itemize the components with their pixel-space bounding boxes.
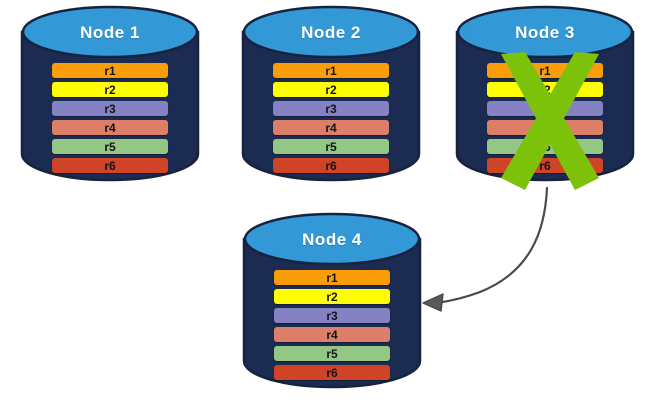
node-cylinder-1[interactable]: Node 1 r1 r2 r3 r4 r5 r6	[20, 5, 200, 184]
row-bar-r1[interactable]: r1	[487, 63, 603, 78]
row-bar-r2[interactable]: r2	[274, 289, 390, 304]
node-rows-1: r1 r2 r3 r4 r5 r6	[22, 63, 198, 173]
row-label: r4	[104, 120, 116, 135]
row-bar-r2[interactable]: r2	[487, 82, 603, 97]
row-bar-r3[interactable]: r3	[487, 101, 603, 116]
row-bar-r4[interactable]: r4	[274, 327, 390, 342]
row-label: r3	[104, 101, 116, 116]
node-rows-4: r1 r2 r3 r4 r5 r6	[244, 270, 420, 380]
row-label: r3	[325, 101, 337, 116]
row-bar-r4[interactable]: r4	[273, 120, 389, 135]
node-rows-3: r1 r2 r3 r4 r5 r6	[457, 63, 633, 173]
row-bar-r6[interactable]: r6	[273, 158, 389, 173]
row-label: r1	[326, 270, 338, 285]
row-bar-r1[interactable]: r1	[52, 63, 168, 78]
row-label: r4	[326, 327, 338, 342]
row-label: r5	[325, 139, 337, 154]
row-bar-r3[interactable]: r3	[273, 101, 389, 116]
row-label: r6	[539, 158, 551, 173]
row-bar-r4[interactable]: r4	[52, 120, 168, 135]
row-bar-r6[interactable]: r6	[487, 158, 603, 173]
row-bar-r6[interactable]: r6	[52, 158, 168, 173]
node-cylinder-2[interactable]: Node 2 r1 r2 r3 r4 r5 r6	[241, 5, 421, 184]
row-bar-r1[interactable]: r1	[274, 270, 390, 285]
row-bar-r5[interactable]: r5	[273, 139, 389, 154]
node-cylinder-3[interactable]: Node 3 r1 r2 r3 r4 r5 r6	[455, 5, 635, 190]
node-cylinder-4[interactable]: Node 4 r1 r2 r3 r4 r5 r6	[242, 212, 422, 391]
row-label: r4	[539, 120, 551, 135]
row-bar-r3[interactable]: r3	[52, 101, 168, 116]
row-label: r6	[326, 365, 338, 380]
row-label: r5	[326, 346, 338, 361]
row-bar-r2[interactable]: r2	[273, 82, 389, 97]
row-label: r3	[326, 308, 338, 323]
row-label: r2	[326, 289, 338, 304]
row-label: r2	[325, 82, 337, 97]
row-label: r5	[539, 139, 551, 154]
row-label: r1	[104, 63, 116, 78]
row-bar-r6[interactable]: r6	[274, 365, 390, 380]
row-label: r2	[539, 82, 551, 97]
row-label: r5	[104, 139, 116, 154]
row-bar-r2[interactable]: r2	[52, 82, 168, 97]
row-label: r3	[539, 101, 551, 116]
row-bar-r1[interactable]: r1	[273, 63, 389, 78]
row-bar-r5[interactable]: r5	[52, 139, 168, 154]
row-label: r6	[104, 158, 116, 173]
row-label: r1	[325, 63, 337, 78]
row-label: r6	[325, 158, 337, 173]
row-bar-r5[interactable]: r5	[274, 346, 390, 361]
row-label: r4	[325, 120, 337, 135]
row-bar-r4[interactable]: r4	[487, 120, 603, 135]
row-bar-r3[interactable]: r3	[274, 308, 390, 323]
row-label: r2	[104, 82, 116, 97]
row-label: r1	[539, 63, 551, 78]
node-rows-2: r1 r2 r3 r4 r5 r6	[243, 63, 419, 173]
row-bar-r5[interactable]: r5	[487, 139, 603, 154]
